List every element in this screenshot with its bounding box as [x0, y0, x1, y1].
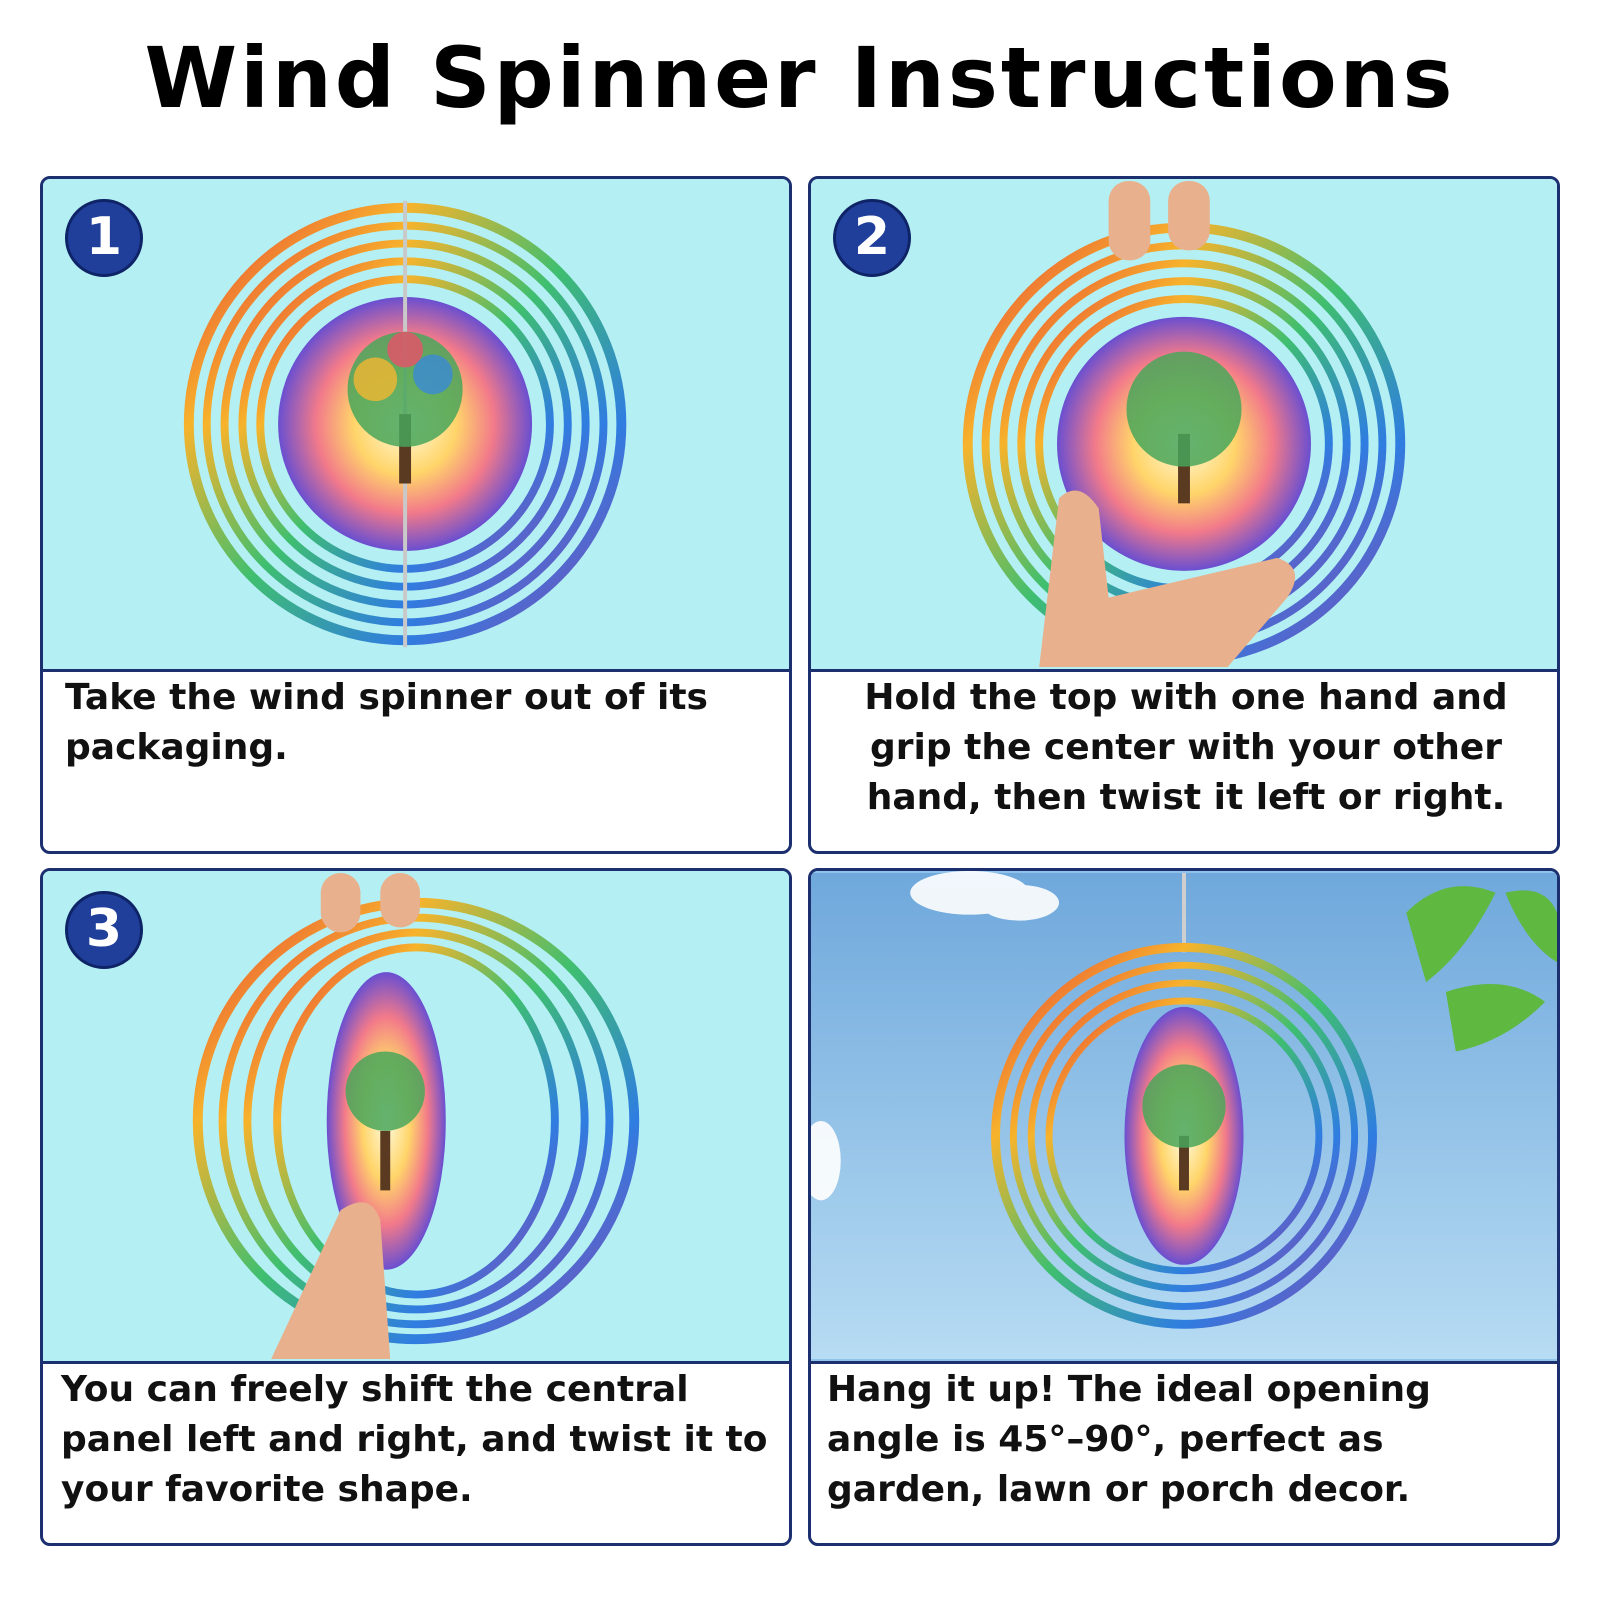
step-number-badge: 1 [65, 199, 143, 277]
wind-spinner-image [183, 200, 627, 648]
ginkgo-leaf-icon [1406, 886, 1557, 1052]
step-card-2: 2 Hold the top with one hand and grip th… [808, 176, 1560, 854]
step-number-badge: 3 [65, 891, 143, 969]
step-2-photo: 2 [811, 179, 1557, 672]
step-card-4: Hang it up! The ideal opening angle is 4… [808, 868, 1560, 1546]
step-number-badge: 2 [833, 199, 911, 277]
tree-of-life-icon [347, 331, 463, 484]
hand-icon [271, 872, 420, 1360]
wind-spinner-held-image [962, 180, 1406, 668]
page-title: Wind Spinner Instructions [144, 29, 1456, 127]
step-2-caption: Hold the top with one hand and grip the … [864, 677, 1508, 818]
step-1-caption: Take the wind spinner out of its packagi… [65, 677, 708, 768]
step-4-caption: Hang it up! The ideal opening angle is 4… [827, 1369, 1431, 1510]
step-card-1: 1 Take the wind spinner out of its packa… [40, 176, 792, 854]
wind-spinner-twisted-image [192, 872, 640, 1360]
step-3-caption: You can freely shift the central panel l… [61, 1369, 768, 1510]
cloud-icon [811, 871, 1060, 1201]
hand-icon [1039, 180, 1296, 668]
step-4-photo [811, 871, 1557, 1364]
step-3-photo: 3 [43, 871, 789, 1364]
step-1-photo: 1 [43, 179, 789, 672]
step-card-3: 3 You can freely shift the central panel… [40, 868, 792, 1546]
wind-spinner-hanging-image [811, 871, 1557, 1360]
